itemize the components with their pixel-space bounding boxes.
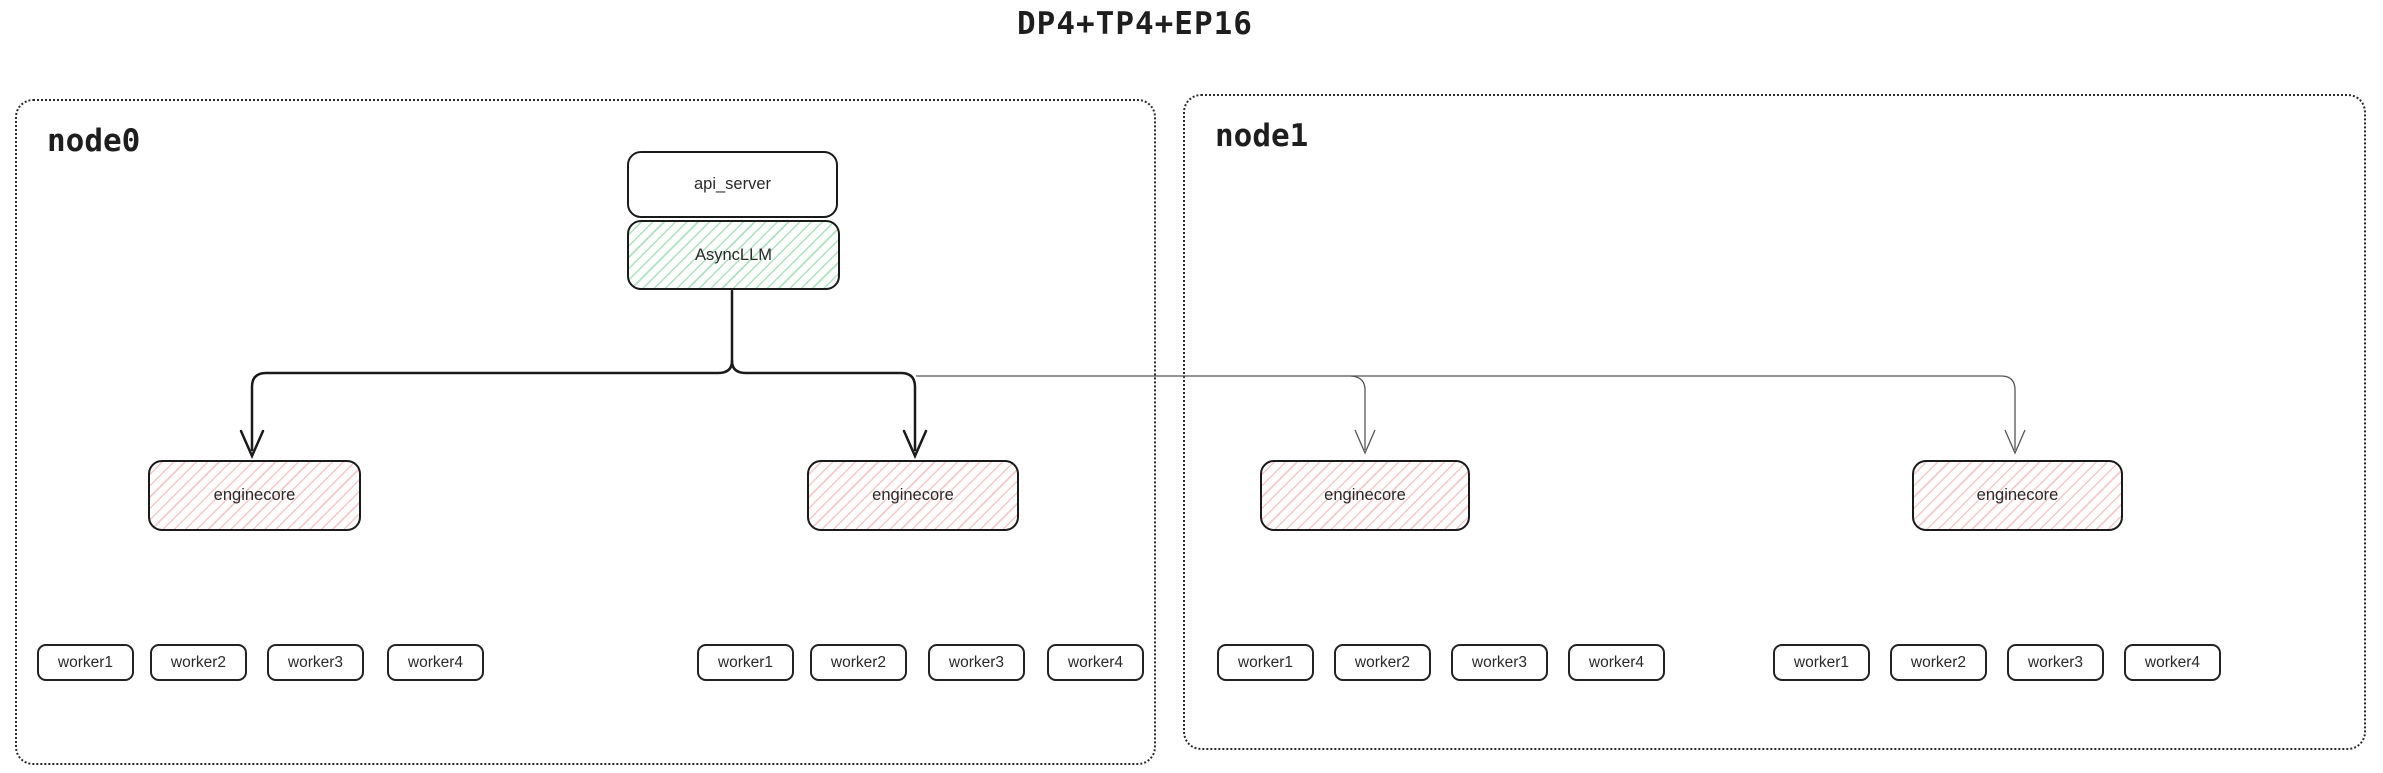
- node1-group2-worker1: worker1: [1773, 644, 1870, 681]
- node0-enginecore-2: enginecore: [807, 460, 1019, 531]
- node0-enginecore-1: enginecore: [148, 460, 361, 531]
- diagram-title: DP4+TP4+EP16: [1017, 6, 1253, 42]
- arrowhead-enginecore2-icon: [902, 429, 928, 460]
- node0-group1-worker3: worker3: [267, 644, 364, 681]
- node1-group1-worker4: worker4: [1568, 644, 1665, 681]
- node0-group1-worker4: worker4: [387, 644, 484, 681]
- node0-group2-worker4: worker4: [1047, 644, 1144, 681]
- arrowhead-enginecore3-icon: [1354, 429, 1376, 455]
- node1-enginecore-1: enginecore: [1260, 460, 1470, 531]
- node0-group1-worker1: worker1: [37, 644, 134, 681]
- node0-container: node0: [15, 99, 1156, 765]
- node1-group1-worker3: worker3: [1451, 644, 1548, 681]
- node1-container: node1: [1183, 94, 2366, 750]
- node0-group2-worker3: worker3: [928, 644, 1025, 681]
- node1-group2-worker3: worker3: [2007, 644, 2104, 681]
- node1-group2-worker2: worker2: [1890, 644, 1987, 681]
- node1-enginecore-2: enginecore: [1912, 460, 2123, 531]
- node0-group2-worker2: worker2: [810, 644, 907, 681]
- node1-group1-worker2: worker2: [1334, 644, 1431, 681]
- async-llm-box: AsyncLLM: [627, 220, 840, 290]
- api-server-box: api_server: [627, 151, 838, 218]
- node1-label: node1: [1215, 118, 1309, 154]
- arrowhead-enginecore4-icon: [2004, 429, 2026, 455]
- node1-group1-worker1: worker1: [1217, 644, 1314, 681]
- node0-group2-worker1: worker1: [697, 644, 794, 681]
- node1-group2-worker4: worker4: [2124, 644, 2221, 681]
- node0-label: node0: [47, 123, 141, 159]
- node0-group1-worker2: worker2: [150, 644, 247, 681]
- arrowhead-enginecore1-icon: [239, 429, 265, 460]
